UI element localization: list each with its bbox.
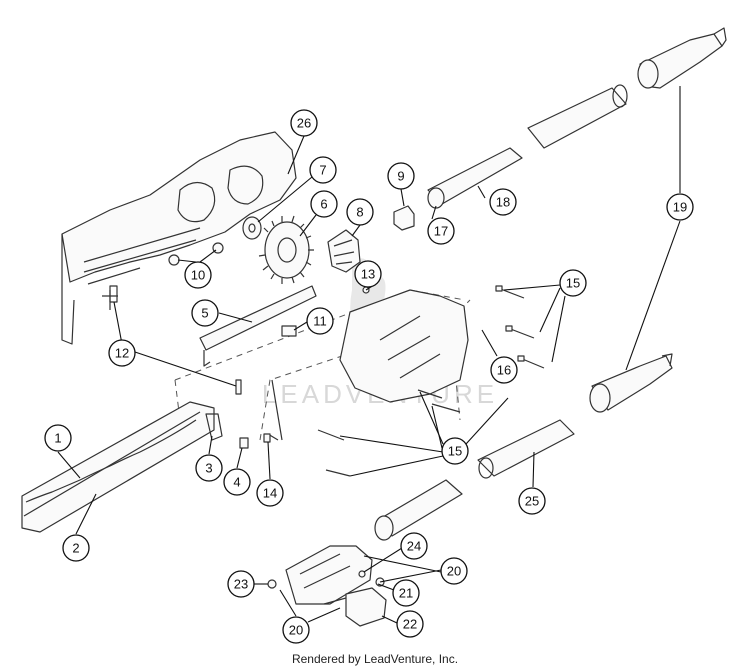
callout-20-right-label: 20 bbox=[447, 564, 461, 579]
callout-8-label: 8 bbox=[356, 205, 363, 220]
callout-6-label: 6 bbox=[320, 197, 327, 212]
callout-4[interactable]: 4 bbox=[223, 468, 251, 496]
callout-13[interactable]: 13 bbox=[354, 260, 382, 288]
callout-3-label: 3 bbox=[205, 461, 212, 476]
callout-13-label: 13 bbox=[361, 267, 375, 282]
pinion-gear bbox=[327, 229, 361, 273]
footer-credit: Rendered by LeadVenture, Inc. bbox=[291, 652, 459, 666]
callout-26[interactable]: 26 bbox=[290, 109, 318, 137]
callout-17-label: 17 bbox=[434, 224, 448, 239]
callout-26-label: 26 bbox=[297, 116, 311, 131]
callout-9[interactable]: 9 bbox=[387, 162, 415, 190]
drive-shaft bbox=[427, 147, 523, 209]
callout-18-label: 18 bbox=[496, 195, 510, 210]
callout-7-label: 7 bbox=[319, 163, 326, 178]
lower-tube-assembly bbox=[477, 353, 673, 479]
callout-18[interactable]: 18 bbox=[489, 188, 517, 216]
callout-25[interactable]: 25 bbox=[518, 487, 546, 515]
cutter-bar bbox=[21, 401, 223, 533]
callout-9-label: 9 bbox=[397, 169, 404, 184]
callout-11-label: 11 bbox=[313, 314, 327, 329]
callout-25-label: 25 bbox=[525, 494, 539, 509]
callout-10-label: 10 bbox=[191, 268, 205, 283]
callout-4-label: 4 bbox=[233, 475, 240, 490]
callout-1-label: 1 bbox=[54, 431, 61, 446]
frame-housing bbox=[61, 131, 297, 345]
parts-drawing bbox=[21, 27, 727, 627]
callout-21[interactable]: 21 bbox=[392, 579, 420, 607]
bolt-set bbox=[317, 285, 545, 477]
callout-12[interactable]: 12 bbox=[108, 339, 136, 367]
callout-1[interactable]: 1 bbox=[44, 424, 72, 452]
callout-14-label: 14 bbox=[263, 486, 277, 501]
callout-6[interactable]: 6 bbox=[310, 190, 338, 218]
lower-gearbox bbox=[267, 545, 387, 627]
drive-tube-lower bbox=[374, 479, 463, 541]
callout-15-lower[interactable]: 15 bbox=[441, 437, 469, 465]
callout-20-left[interactable]: 20 bbox=[282, 616, 310, 644]
callout-24-label: 24 bbox=[407, 539, 421, 554]
callout-3[interactable]: 3 bbox=[195, 454, 223, 482]
callout-2-label: 2 bbox=[72, 541, 79, 556]
callout-5-label: 5 bbox=[201, 306, 208, 321]
outer-tube-upper bbox=[527, 84, 628, 149]
callout-7[interactable]: 7 bbox=[309, 156, 337, 184]
callout-19[interactable]: 19 bbox=[666, 193, 694, 221]
callout-22[interactable]: 22 bbox=[396, 610, 424, 638]
callout-23-label: 23 bbox=[234, 577, 248, 592]
callout-15-upper-label: 15 bbox=[566, 276, 580, 291]
callout-15-upper[interactable]: 15 bbox=[559, 269, 587, 297]
callout-20-right[interactable]: 20 bbox=[440, 557, 468, 585]
callout-14[interactable]: 14 bbox=[256, 479, 284, 507]
callout-20-left-label: 20 bbox=[289, 623, 303, 638]
callout-17[interactable]: 17 bbox=[427, 217, 455, 245]
callout-11[interactable]: 11 bbox=[306, 307, 334, 335]
coupler-end-upper bbox=[637, 27, 727, 89]
callout-21-label: 21 bbox=[399, 586, 413, 601]
callout-24[interactable]: 24 bbox=[400, 532, 428, 560]
callout-16[interactable]: 16 bbox=[490, 356, 518, 384]
callout-2[interactable]: 2 bbox=[62, 534, 90, 562]
callout-16-label: 16 bbox=[497, 363, 511, 378]
center-housing bbox=[267, 289, 469, 441]
callout-5[interactable]: 5 bbox=[191, 299, 219, 327]
callout-19-label: 19 bbox=[673, 200, 687, 215]
bevel-gear bbox=[258, 215, 314, 284]
callout-15-lower-label: 15 bbox=[448, 444, 462, 459]
callout-12-label: 12 bbox=[115, 346, 129, 361]
callout-8[interactable]: 8 bbox=[346, 198, 374, 226]
callout-23[interactable]: 23 bbox=[227, 570, 255, 598]
callout-22-label: 22 bbox=[403, 617, 417, 632]
callout-10[interactable]: 10 bbox=[184, 261, 212, 289]
